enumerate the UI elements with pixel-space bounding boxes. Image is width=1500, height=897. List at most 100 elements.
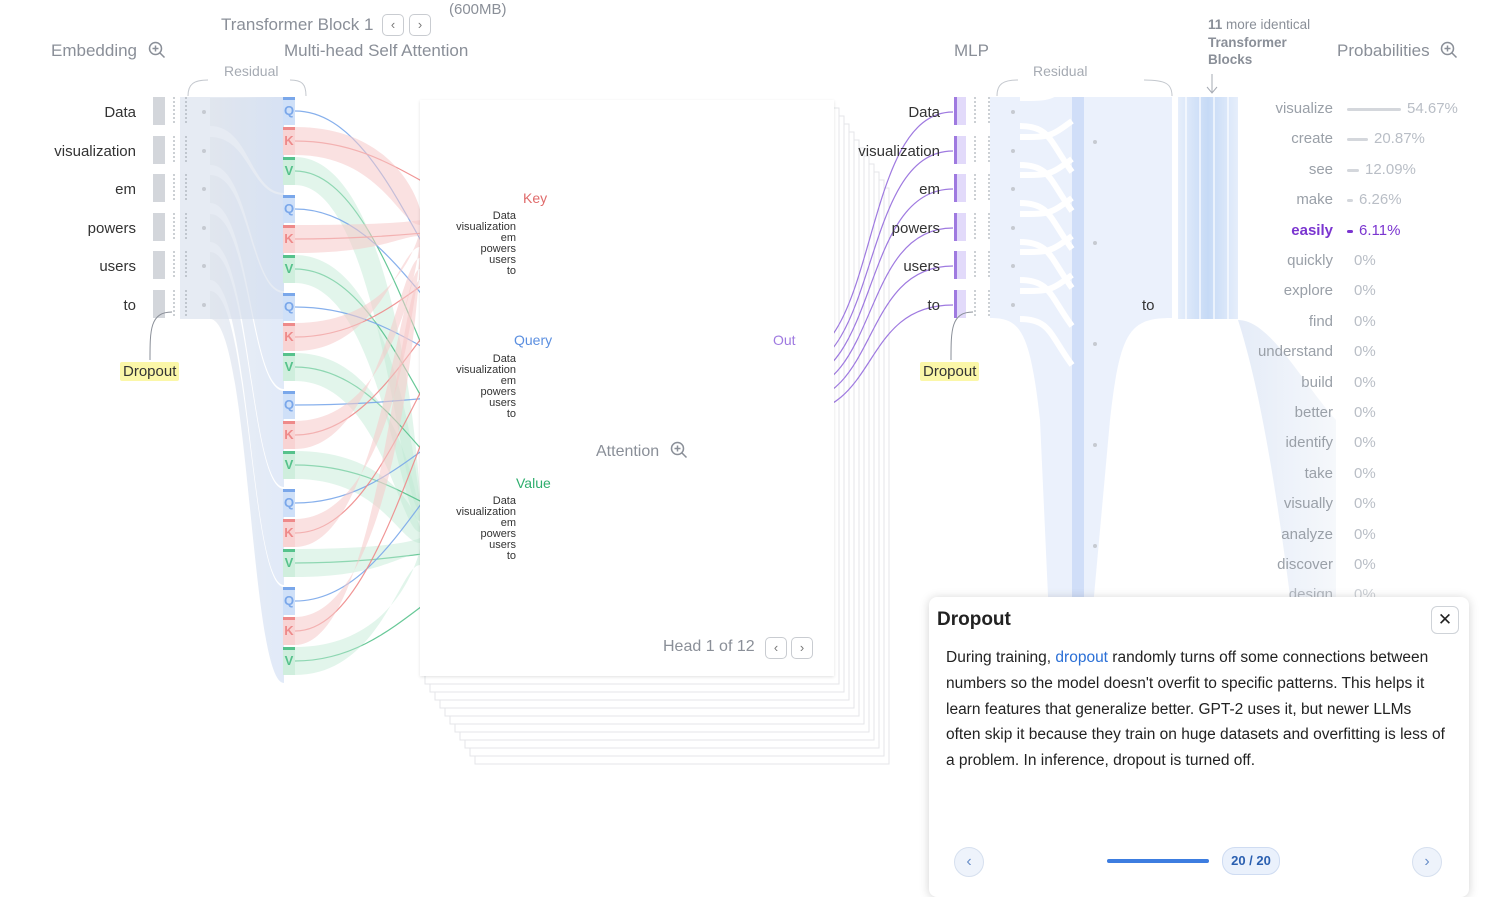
probability-word[interactable]: create [1291, 130, 1333, 148]
value-band-in [295, 451, 420, 543]
token-label[interactable]: powers [891, 220, 940, 237]
probability-value: 0% [1354, 556, 1376, 573]
probability-word[interactable]: discover [1277, 556, 1333, 573]
probability-word[interactable]: better [1294, 404, 1333, 421]
residual-bracket-left [187, 79, 307, 97]
probability-word[interactable]: visually [1283, 495, 1333, 513]
token-ribbon [210, 97, 284, 193]
prev-step-button[interactable]: ‹ [954, 847, 984, 877]
prev-head-button[interactable]: ‹ [765, 637, 787, 659]
probability-word[interactable]: understand [1257, 343, 1333, 361]
token-label[interactable]: em [919, 181, 940, 198]
probability-word[interactable]: quickly [1287, 252, 1333, 269]
qkv-cell [283, 157, 295, 185]
prev-block-button[interactable]: ‹ [382, 14, 404, 36]
qkv-letter: K [284, 623, 294, 638]
node-dot [202, 187, 206, 191]
probabilities-section[interactable]: Probabilities [1337, 41, 1458, 61]
qkv-cell [283, 323, 295, 351]
attention-cell [626, 338, 642, 354]
node-dot [1011, 149, 1015, 153]
attention-cell [664, 376, 680, 392]
token-label[interactable]: em [115, 181, 136, 198]
panel-text-before: During training, [946, 649, 1056, 666]
zoom-in-icon[interactable] [1440, 41, 1458, 59]
probability-value: 0% [1354, 373, 1376, 391]
token-label[interactable]: users [99, 258, 136, 275]
next-block-button[interactable]: › [409, 14, 431, 36]
qkv-letter: K [284, 133, 294, 148]
probability-word[interactable]: see [1308, 160, 1333, 178]
probability-value: 0% [1354, 282, 1376, 300]
probability-bar [1347, 199, 1353, 203]
embedding-cell [153, 136, 165, 164]
next-head-button[interactable]: › [791, 637, 813, 659]
probability-word[interactable]: make [1296, 191, 1333, 209]
qkv-letter: Q [283, 495, 295, 510]
qkv-cell [283, 549, 295, 577]
node-dot [1093, 544, 1097, 548]
node-dot [202, 264, 206, 268]
qkv-cell-marker [283, 97, 295, 100]
chevron-right-icon: › [799, 640, 805, 655]
embedding-section[interactable]: Embedding [51, 41, 166, 61]
qkv-letter: V [284, 653, 294, 668]
probability-word[interactable]: find [1308, 312, 1333, 330]
probability-word[interactable]: visualize [1275, 100, 1333, 117]
probability-word[interactable]: easily [1291, 221, 1333, 239]
close-icon: ✕ [1437, 610, 1453, 629]
token-ribbon [210, 137, 284, 291]
token-label[interactable]: visualization [54, 143, 136, 160]
token-label[interactable]: to [927, 297, 940, 314]
dropout-link[interactable]: dropout [1055, 649, 1108, 666]
node-dot [1011, 303, 1015, 307]
truncated-top-label: (600MB) [449, 1, 507, 18]
qkv-cell-marker [283, 323, 295, 326]
close-button[interactable]: ✕ [1431, 606, 1459, 634]
qkv-letter: V [284, 457, 294, 472]
probability-word[interactable]: take [1304, 464, 1333, 482]
token-label[interactable]: Data [104, 104, 136, 121]
token-label[interactable]: Data [908, 104, 940, 121]
attention-section[interactable]: Attention [596, 441, 688, 461]
dropout-tag-right[interactable]: Dropout [920, 362, 980, 381]
probability-value: 6.11% [1359, 221, 1401, 239]
dropout-tag-left[interactable]: Dropout [120, 362, 180, 381]
token-label[interactable]: users [903, 258, 940, 275]
mlp-input-marker [954, 97, 957, 125]
qkv-cell-marker [283, 225, 295, 228]
attention-cell [626, 395, 642, 411]
token-label[interactable]: to [123, 297, 136, 314]
qkv-letter: K [284, 231, 294, 246]
attention-cell [607, 357, 623, 373]
token-label[interactable]: visualization [858, 143, 940, 160]
qkv-cell [283, 489, 295, 517]
token-label[interactable]: powers [87, 220, 136, 237]
attention-cell [588, 395, 604, 411]
chevron-right-icon: › [417, 17, 423, 32]
qkv-cell-marker [283, 617, 295, 620]
embedding-cell [153, 97, 165, 125]
key-token-label: powers [480, 243, 516, 255]
probability-value: 0% [1354, 464, 1376, 482]
head-card-stack [424, 107, 890, 765]
qkv-cell-marker [283, 421, 295, 424]
probability-value: 12.09% [1365, 160, 1416, 178]
probability-word[interactable]: build [1301, 373, 1333, 391]
value-token-label: to [506, 550, 516, 562]
chevron-left-icon: ‹ [390, 17, 396, 32]
attention-cell [683, 319, 699, 335]
qkv-cell [283, 127, 295, 155]
attention-cell [664, 414, 680, 430]
qkv-cell [283, 587, 295, 615]
zoom-in-icon[interactable] [670, 441, 688, 459]
probability-word[interactable]: explore [1283, 282, 1333, 300]
attention-cell [626, 319, 642, 335]
next-step-button[interactable]: › [1412, 847, 1442, 877]
attention-cell [683, 395, 699, 411]
probability-word[interactable]: analyze [1281, 525, 1333, 543]
attention-cell [588, 338, 604, 354]
probability-value: 20.87% [1374, 130, 1425, 148]
probability-word[interactable]: identify [1285, 434, 1333, 452]
zoom-in-icon[interactable] [148, 41, 166, 59]
